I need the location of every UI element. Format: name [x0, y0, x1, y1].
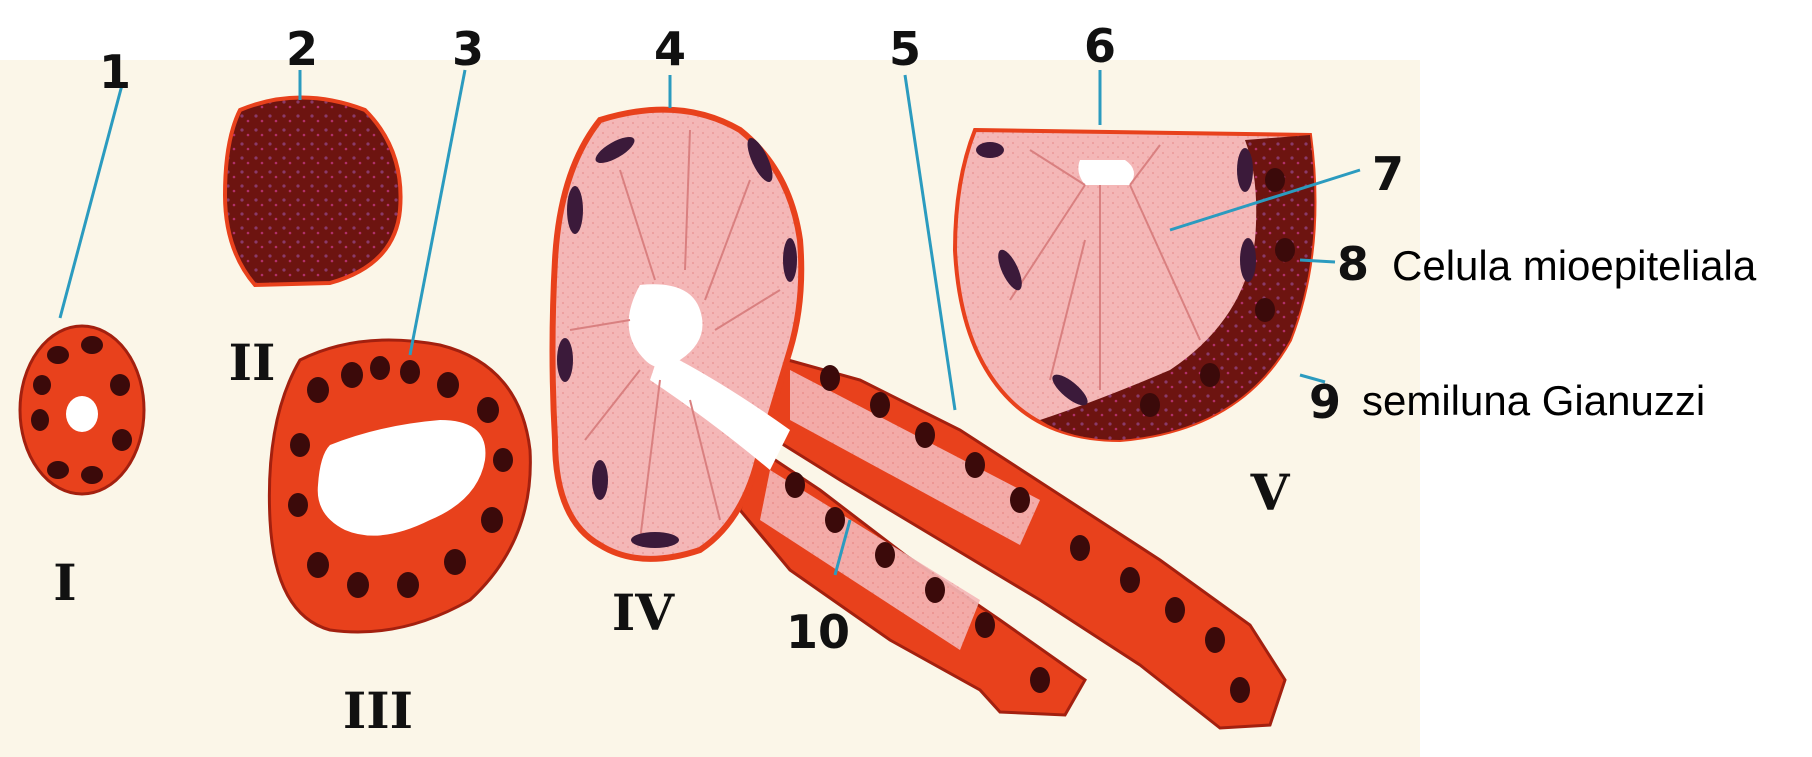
callout-7: 7 [1372, 147, 1404, 201]
label-structure-v: V [1250, 463, 1291, 522]
callout-2: 2 [286, 22, 318, 76]
callout-5: 5 [889, 22, 921, 76]
leader-8 [1300, 260, 1335, 262]
callout-1: 1 [99, 45, 131, 99]
callout-9: 9 [1309, 375, 1341, 429]
duct-lumen [66, 396, 98, 432]
label-structure-i: I [53, 553, 76, 612]
label-structure-ii: II [229, 333, 276, 392]
label-structure-iv: IV [612, 583, 675, 642]
annotation-semiluna-gianuzzi: semiluna Gianuzzi [1362, 377, 1705, 424]
callout-4: 4 [654, 22, 686, 76]
callout-6: 6 [1084, 19, 1116, 73]
label-structure-iii: III [343, 681, 413, 740]
annotation-celula-mioepiteliala: Celula mioepiteliala [1392, 242, 1757, 289]
structure-i-intercalated-duct [20, 326, 144, 494]
callout-3: 3 [452, 22, 484, 76]
callout-8: 8 [1337, 237, 1369, 291]
structure-ii-serous-acinus [225, 98, 401, 286]
callout-10: 10 [786, 605, 850, 659]
